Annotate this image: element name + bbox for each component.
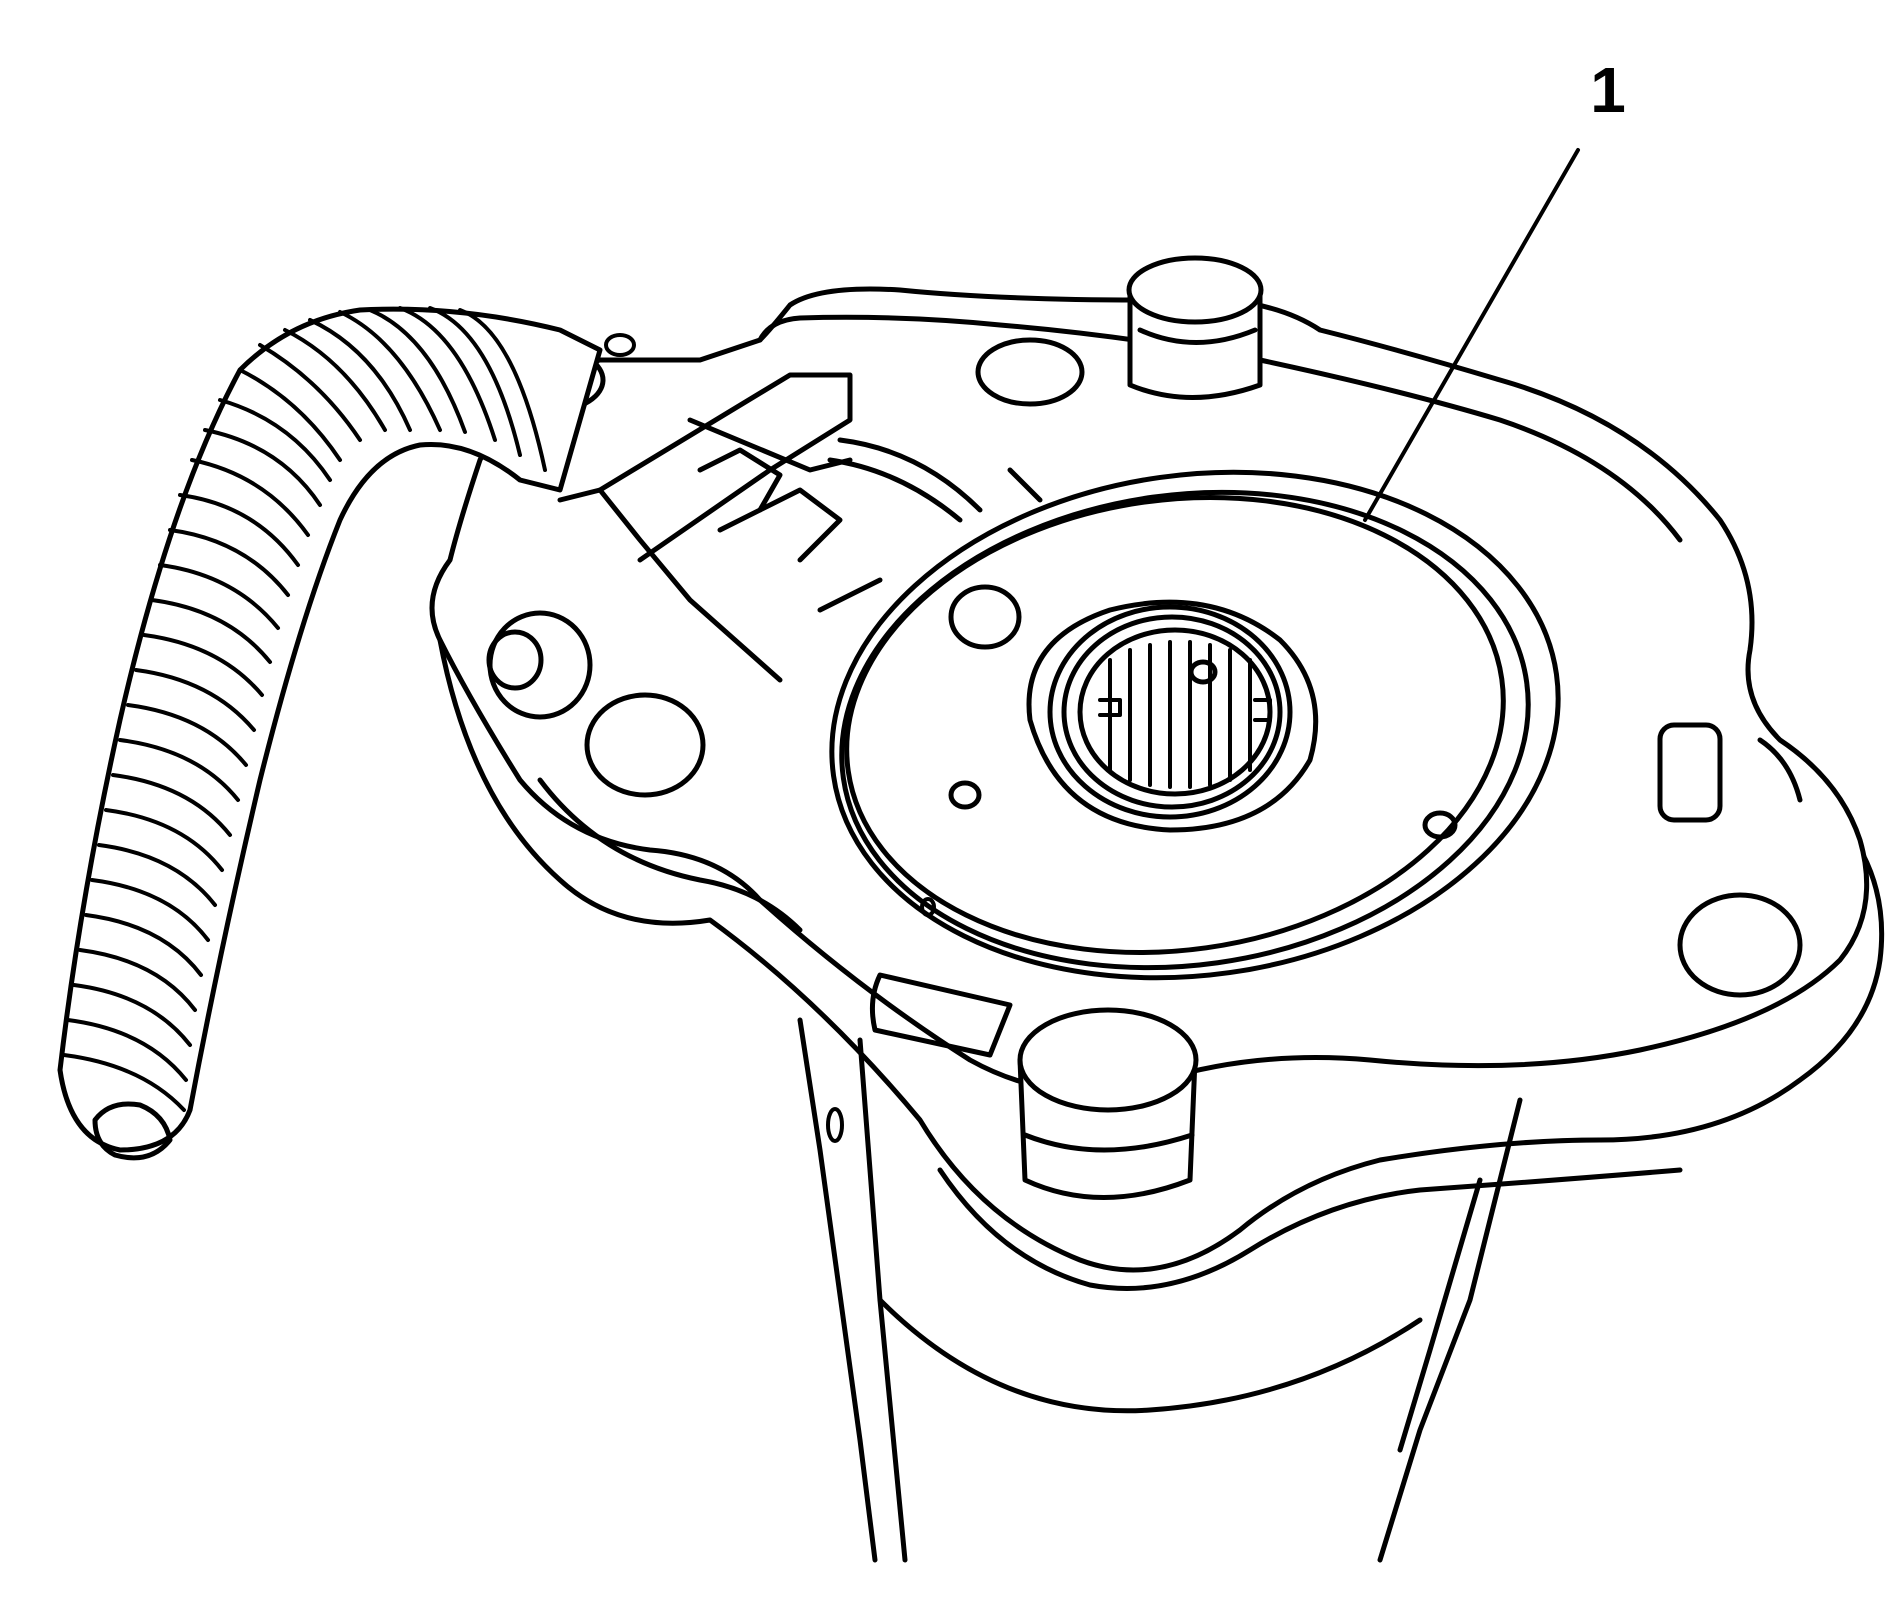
small-hole xyxy=(1422,810,1458,840)
callout-leader-line xyxy=(1363,148,1580,522)
small-hole xyxy=(948,780,982,810)
slot xyxy=(869,972,1013,1058)
bolt-hole xyxy=(975,337,1085,407)
bolt-hole xyxy=(1677,892,1803,998)
harness-end xyxy=(92,1101,173,1161)
small-slot xyxy=(826,1107,844,1143)
column-body xyxy=(797,1017,1523,1563)
callout-1: 1 xyxy=(1363,54,1626,522)
bolt-hole xyxy=(584,692,706,798)
front-post xyxy=(1017,1007,1199,1200)
top-post xyxy=(1126,255,1264,400)
callout-label: 1 xyxy=(1590,54,1626,126)
small-hole xyxy=(604,333,636,357)
connector-housing xyxy=(557,372,1043,683)
lower-flange xyxy=(437,637,1885,1291)
bolt-hole-inner xyxy=(486,629,544,691)
wiring-harness xyxy=(57,306,603,1161)
seal-ring xyxy=(829,469,1561,981)
small-hole xyxy=(920,897,936,917)
mounting-hole xyxy=(948,584,1022,650)
slot xyxy=(1657,722,1723,823)
center-hub xyxy=(1026,599,1319,833)
spline-teeth xyxy=(1098,640,1272,789)
